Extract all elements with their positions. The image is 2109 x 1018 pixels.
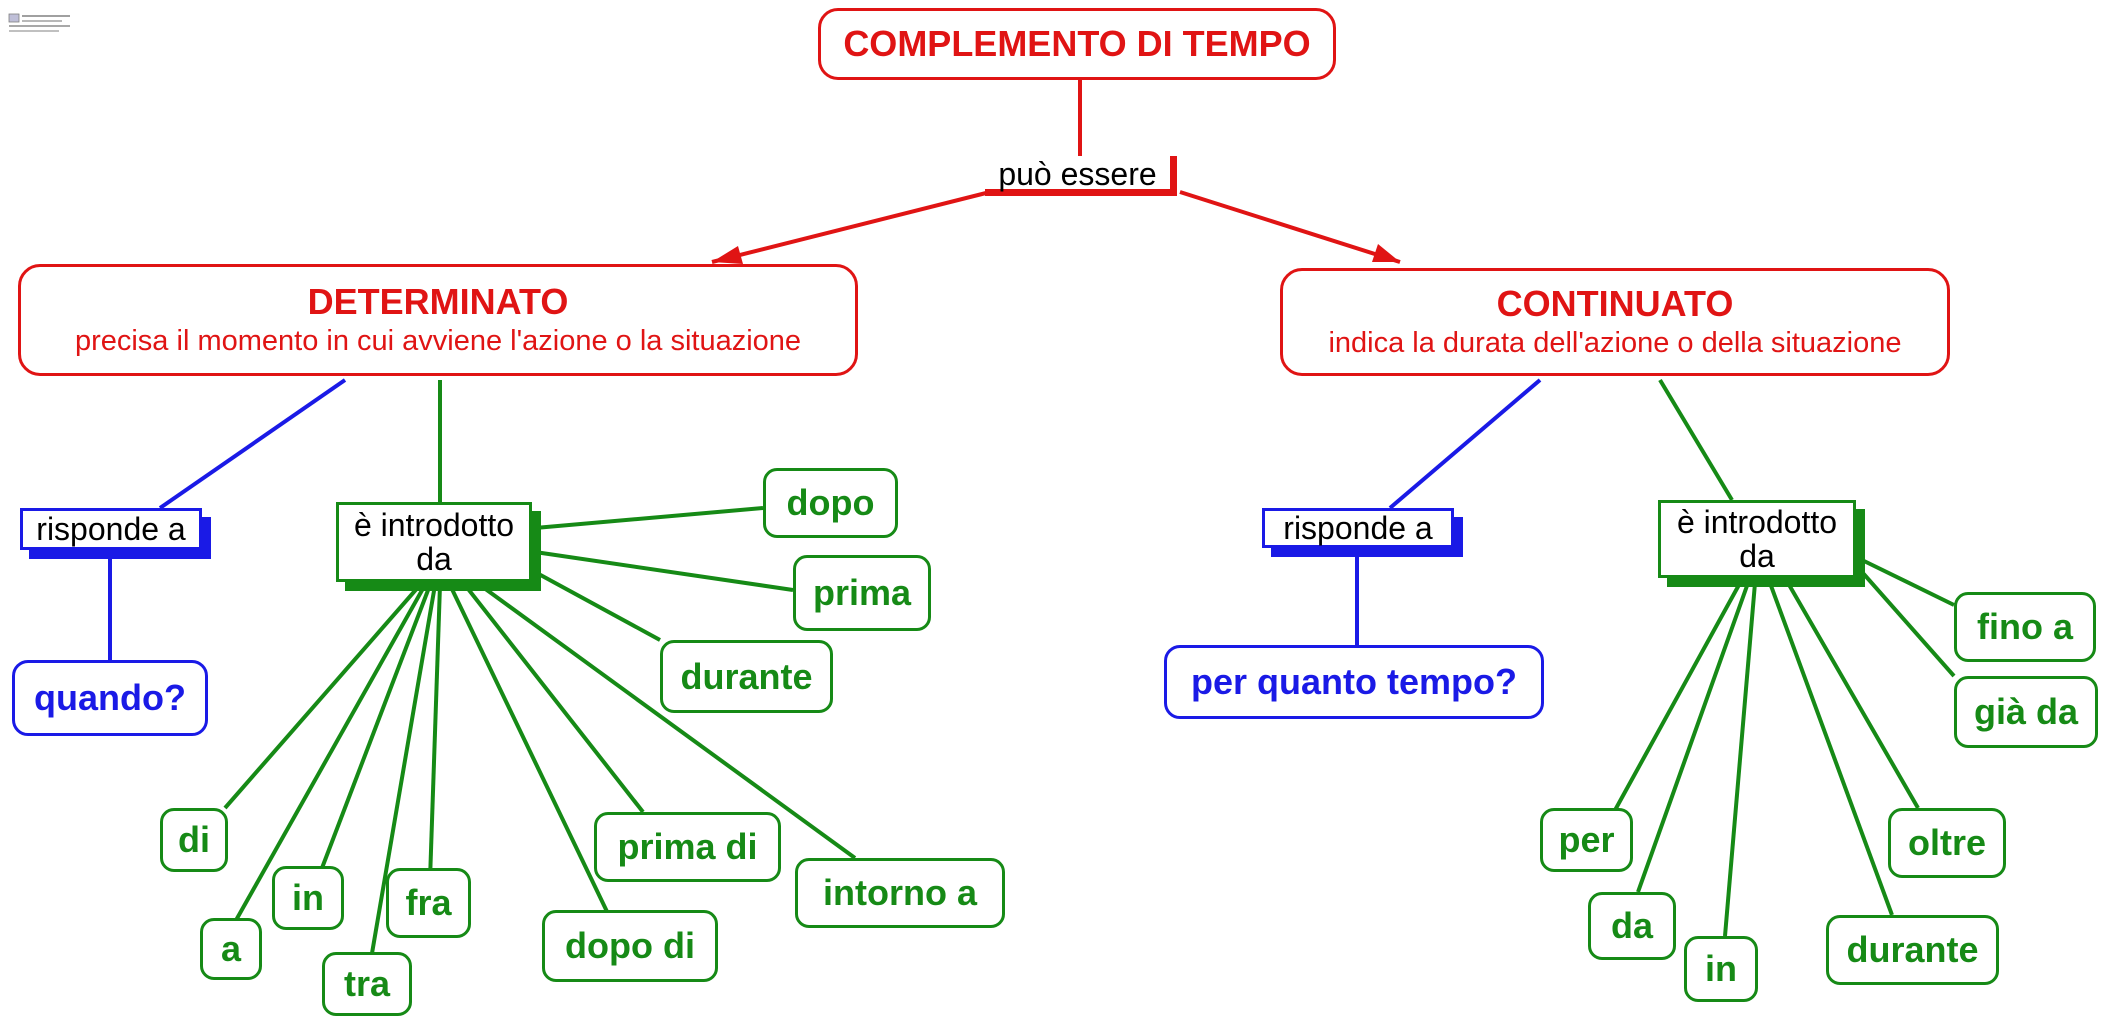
preposition-label: dopo (786, 482, 875, 523)
intro-phrase-label: è introdotto da (353, 507, 515, 577)
determinato-question[interactable]: quando? (12, 660, 208, 736)
preposition-label: prima di (617, 826, 758, 867)
preposition-label: in (1705, 948, 1737, 989)
preposition-label: tra (343, 963, 391, 1004)
determinato-subtitle: precisa il momento in cui avviene l'azio… (74, 325, 802, 357)
preposition-oltre[interactable]: oltre (1888, 808, 2006, 878)
root-concept[interactable]: COMPLEMENTO DI TEMPO (818, 8, 1336, 80)
preposition-label: prima (812, 572, 912, 613)
determinato-intro-phrase[interactable]: è introdotto da (336, 502, 532, 582)
question-label: per quanto tempo? (1191, 661, 1517, 702)
continuato-title: CONTINUATO (1496, 283, 1734, 324)
linking-phrase-can-be[interactable]: può essere (985, 156, 1177, 196)
preposition-in-continuato[interactable]: in (1684, 936, 1758, 1002)
continuato-asks-phrase[interactable]: risponde a (1262, 508, 1454, 548)
preposition-label: durante (1846, 929, 1979, 970)
asks-phrase-label: risponde a (1283, 510, 1433, 546)
preposition-label: per (1558, 819, 1615, 860)
preposition-prima-di[interactable]: prima di (594, 812, 781, 882)
preposition-label: di (178, 819, 210, 860)
app-logo-icon (8, 13, 70, 32)
determinato-title: DETERMINATO (307, 281, 569, 322)
continuato-intro-phrase[interactable]: è introdotto da (1658, 500, 1856, 578)
preposition-fino-a[interactable]: fino a (1954, 592, 2096, 662)
preposition-prima[interactable]: prima (793, 555, 931, 631)
question-label: quando? (34, 677, 186, 718)
preposition-durante[interactable]: durante (660, 640, 833, 713)
preposition-a[interactable]: a (200, 918, 262, 980)
preposition-label: oltre (1907, 822, 1986, 863)
preposition-label: fino a (1977, 606, 2073, 647)
preposition-label: dopo di (565, 925, 695, 966)
preposition-di[interactable]: di (160, 808, 228, 872)
determinato-concept[interactable]: DETERMINATO precisa il momento in cui av… (18, 264, 858, 376)
root-title: COMPLEMENTO DI TEMPO (843, 23, 1311, 64)
preposition-dopo[interactable]: dopo (763, 468, 898, 538)
determinato-asks-phrase[interactable]: risponde a (20, 508, 202, 550)
preposition-label: durante (680, 655, 813, 697)
preposition-per[interactable]: per (1540, 808, 1633, 872)
preposition-tra[interactable]: tra (322, 952, 412, 1016)
asks-phrase-label: risponde a (36, 511, 186, 547)
intro-phrase-label: è introdotto da (1676, 504, 1838, 574)
preposition-label: già da (1973, 691, 2079, 732)
linking-phrase-label: può essere (998, 155, 1157, 192)
preposition-da[interactable]: da (1588, 892, 1676, 960)
preposition-label: da (1610, 905, 1653, 946)
preposition-label: in (292, 877, 324, 918)
preposition-dopo-di[interactable]: dopo di (542, 910, 718, 982)
preposition-in[interactable]: in (272, 866, 344, 930)
preposition-label: intorno a (823, 872, 977, 913)
continuato-subtitle: indica la durata dell'azione o della sit… (1328, 327, 1902, 359)
preposition-fra[interactable]: fra (386, 868, 471, 938)
continuato-concept[interactable]: CONTINUATO indica la durata dell'azione … (1280, 268, 1950, 376)
preposition-durante-continuato[interactable]: durante (1826, 915, 1999, 985)
preposition-gia-da[interactable]: già da (1954, 676, 2098, 748)
continuato-question[interactable]: per quanto tempo? (1164, 645, 1544, 719)
preposition-label: fra (405, 882, 452, 923)
preposition-intorno-a[interactable]: intorno a (795, 858, 1005, 928)
preposition-label: a (220, 928, 242, 969)
